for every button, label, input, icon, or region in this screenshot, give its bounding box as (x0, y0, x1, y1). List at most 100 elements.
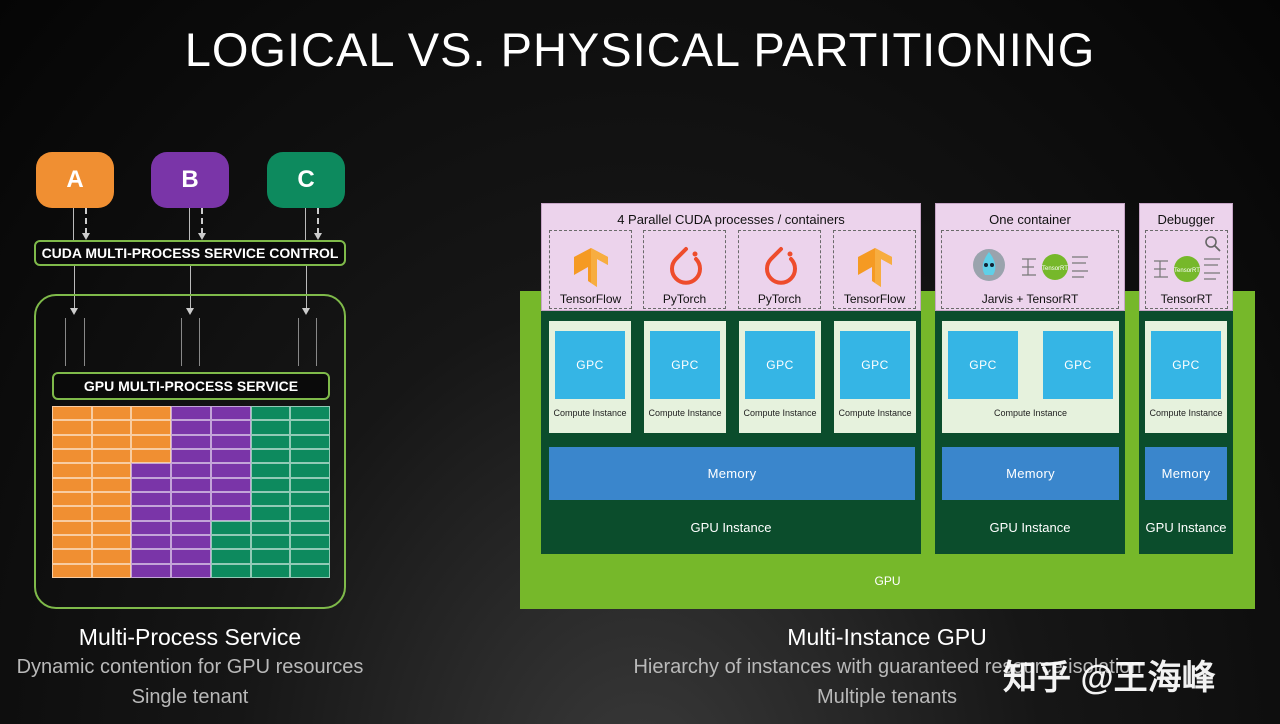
magnifier-icon (1205, 236, 1221, 252)
process-c-label: C (297, 166, 315, 193)
tensorflow-icon (858, 248, 892, 287)
grid-cell (171, 449, 211, 464)
grid-cell (250, 434, 291, 449)
compute-instance-label: Compute Instance (648, 408, 722, 418)
mps-control-label: CUDA MULTI-PROCESS SERVICE CONTROL (41, 245, 339, 261)
grid-cell (171, 520, 211, 535)
grid-cell (171, 563, 211, 578)
compute-instance-label: Compute Instance (838, 408, 912, 418)
grid-cell (131, 463, 172, 478)
compute-instance: GPC Compute Instance (549, 321, 631, 433)
channel-line (65, 318, 66, 366)
grid-cell (171, 406, 211, 421)
tensorflow-icon (574, 248, 608, 287)
grid-cell (210, 520, 251, 535)
compute-instance: GPC GPC Compute Instance (942, 321, 1119, 433)
grid-cell (91, 492, 132, 507)
grid-cell (52, 492, 92, 507)
compute-instance-label: Compute Instance (743, 408, 817, 418)
grid-cell (290, 434, 330, 449)
container-group-1-title: 4 Parallel CUDA processes / containers (617, 212, 845, 227)
svg-text:TensorRT: TensorRT (1174, 268, 1200, 274)
gpu-mps-bar: GPU MULTI-PROCESS SERVICE (52, 372, 330, 400)
framework-pytorch-2: PyTorch (738, 230, 821, 309)
grid-cell (131, 434, 172, 449)
grid-cell (290, 420, 330, 435)
grid-cell (52, 434, 92, 449)
grid-cell (290, 549, 330, 564)
gpc-block: GPC (840, 331, 910, 399)
grid-cell (131, 420, 172, 435)
channel-line (199, 318, 200, 366)
mps-caption: Multi-Process Service (78, 624, 302, 650)
grid-cell (290, 535, 330, 550)
framework-label: TensorFlow (559, 292, 622, 306)
gpc-block: GPC (948, 331, 1018, 399)
connector-dashed (201, 208, 203, 234)
grid-cell (290, 506, 330, 521)
connector-line (190, 266, 191, 310)
grid-cell (171, 477, 211, 492)
grid-cell (91, 463, 132, 478)
mps-frame (34, 294, 346, 609)
compute-instance-label: Compute Instance (993, 408, 1068, 418)
process-c-box: C (267, 152, 345, 208)
memory-block-3: Memory (1145, 447, 1227, 500)
grid-cell (52, 520, 92, 535)
jarvis-icon (973, 249, 1005, 281)
pytorch-icon (765, 247, 797, 285)
compute-instance: GPC Compute Instance (1145, 321, 1227, 433)
gpc-block: GPC (1151, 331, 1221, 399)
compute-instance: GPC Compute Instance (834, 321, 916, 433)
compute-instance-label: Compute Instance (553, 408, 627, 418)
grid-cell (131, 406, 172, 421)
grid-cell (91, 420, 132, 435)
gpc-block: GPC (745, 331, 815, 399)
gpu-label: GPU (874, 574, 901, 588)
grid-cell (91, 434, 132, 449)
connector-line (189, 208, 190, 240)
grid-cell (91, 520, 132, 535)
grid-cell (210, 506, 251, 521)
gpu-instance-label: GPU Instance (989, 520, 1071, 535)
framework-tensorrt: TensorRT TensorRT (1145, 230, 1228, 309)
framework-label: TensorRT (1160, 292, 1213, 306)
watermark: 知乎 @王海峰 (1003, 659, 1216, 697)
grid-cell (91, 506, 132, 521)
mps-subcaption-1: Dynamic contention for GPU resources (16, 656, 364, 678)
framework-tensorflow-1: TensorFlow (549, 230, 632, 309)
grid-cell (52, 406, 92, 421)
connector-line (305, 208, 306, 240)
tensorrt-icon: TensorRT (1154, 256, 1220, 282)
grid-cell (52, 535, 92, 550)
grid-cell (210, 477, 251, 492)
grid-cell (52, 420, 92, 435)
grid-cell (171, 463, 211, 478)
grid-cell (171, 492, 211, 507)
channel-line (84, 318, 85, 366)
process-a-box: A (36, 152, 114, 208)
grid-cell (131, 535, 172, 550)
grid-cell (290, 520, 330, 535)
grid-cell (250, 477, 291, 492)
grid-cell (131, 449, 172, 464)
connector-dashed (317, 208, 319, 234)
grid-cell (52, 449, 92, 464)
grid-cell (250, 563, 291, 578)
grid-cell (250, 535, 291, 550)
mig-caption: Multi-Instance GPU (787, 624, 987, 650)
grid-cell (250, 520, 291, 535)
grid-cell (210, 449, 251, 464)
process-a-label: A (66, 166, 84, 193)
grid-cell (250, 492, 291, 507)
framework-label: TensorFlow (843, 292, 906, 306)
compute-instance-label: Compute Instance (1149, 408, 1223, 418)
grid-cell (210, 434, 251, 449)
grid-cell (131, 563, 172, 578)
gpc-block: GPC (555, 331, 625, 399)
gpc-block: GPC (650, 331, 720, 399)
grid-cell (210, 463, 251, 478)
arrow-down-icon (82, 233, 90, 240)
connector-dashed (85, 208, 87, 234)
connector-line (73, 208, 74, 240)
